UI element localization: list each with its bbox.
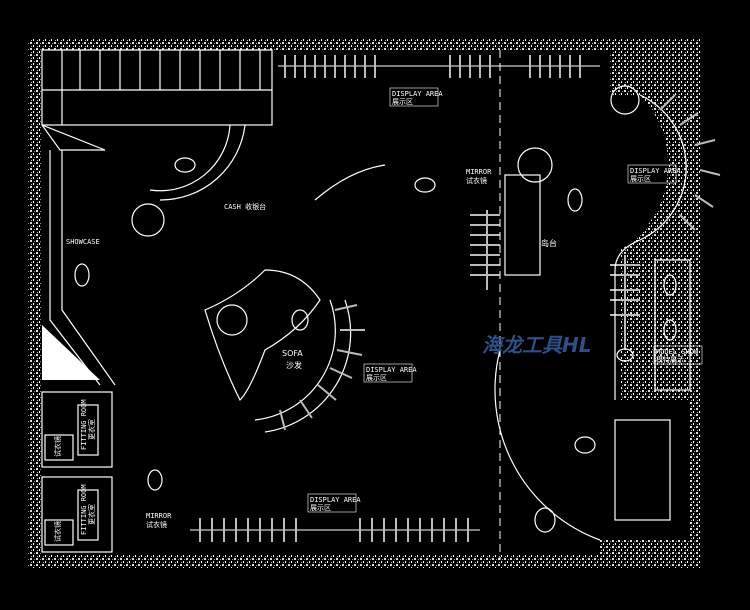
curved-rack-top	[314, 164, 386, 201]
staircase	[41, 49, 273, 201]
fitting-room-1-cn: 更衣室	[87, 419, 96, 440]
svg-text:展示区: 展示区	[630, 175, 651, 183]
display-area-top: DISPLAY AREA 展示区	[389, 87, 443, 107]
round-table	[517, 147, 553, 183]
curved-wall-right	[614, 94, 687, 400]
model-show-label: MODEL SHOW 模特展示	[653, 345, 703, 365]
island-table	[504, 174, 541, 276]
display-area-center: DISPLAY AREA 展示区	[363, 363, 417, 383]
svg-text:DISPLAY AREA: DISPLAY AREA	[392, 90, 443, 98]
right-room	[614, 419, 671, 521]
curved-rack-bars	[279, 304, 365, 431]
svg-text:模特展示: 模特展示	[656, 355, 684, 364]
fitting-room-1-small: 试衣镜	[53, 436, 62, 457]
cash-label: CASH 收银台	[224, 202, 266, 211]
plant-cash	[131, 203, 165, 237]
model-show-area	[654, 259, 691, 391]
curved-rack-sofa	[254, 299, 352, 433]
display-area-right: DISPLAY AREA 展示区	[627, 164, 681, 184]
fitting-room-2-label: FITTING ROOM	[80, 484, 88, 535]
sofa-cn: 沙发	[286, 360, 302, 370]
clothing-racks	[190, 55, 640, 542]
svg-text:MODEL SHOW: MODEL SHOW	[656, 348, 699, 356]
display-area-bottom: DISPLAY AREA 展示区	[307, 493, 361, 513]
sofa-table	[216, 304, 248, 336]
watermark: 海龙工具HL	[482, 333, 591, 357]
mirror-top-label: MIRROR	[466, 168, 492, 176]
fitting-room-2-small: 试衣镜	[53, 521, 62, 542]
island-label: 岛台	[541, 238, 557, 248]
fitting-room-2-cn: 更衣室	[87, 504, 96, 525]
svg-text:展示区: 展示区	[392, 98, 413, 106]
mirror-top-cn: 试衣镜	[466, 176, 487, 185]
sofa-label: SOFA	[282, 349, 303, 358]
svg-text:DISPLAY AREA: DISPLAY AREA	[366, 366, 417, 374]
showcase-corner	[42, 325, 100, 380]
showcase-label: SHOWCASE	[66, 238, 100, 246]
showcase-wall	[49, 150, 116, 386]
svg-text:展示区: 展示区	[310, 504, 331, 512]
sofa	[204, 269, 321, 402]
fitting-rooms	[41, 391, 113, 553]
fitting-room-1-label: FITTING ROOM	[80, 399, 88, 450]
svg-text:DISPLAY AREA: DISPLAY AREA	[630, 167, 681, 175]
curved-wall-bottom	[494, 349, 601, 541]
mirror-bottom-cn: 试衣镜	[146, 520, 167, 529]
svg-text:DISPLAY AREA: DISPLAY AREA	[310, 496, 361, 504]
people-figures	[74, 85, 677, 533]
mirror-bottom-label: MIRROR	[146, 512, 172, 520]
outer-walls	[28, 38, 700, 568]
svg-text:展示区: 展示区	[366, 374, 387, 382]
curved-rack-right	[659, 94, 721, 231]
